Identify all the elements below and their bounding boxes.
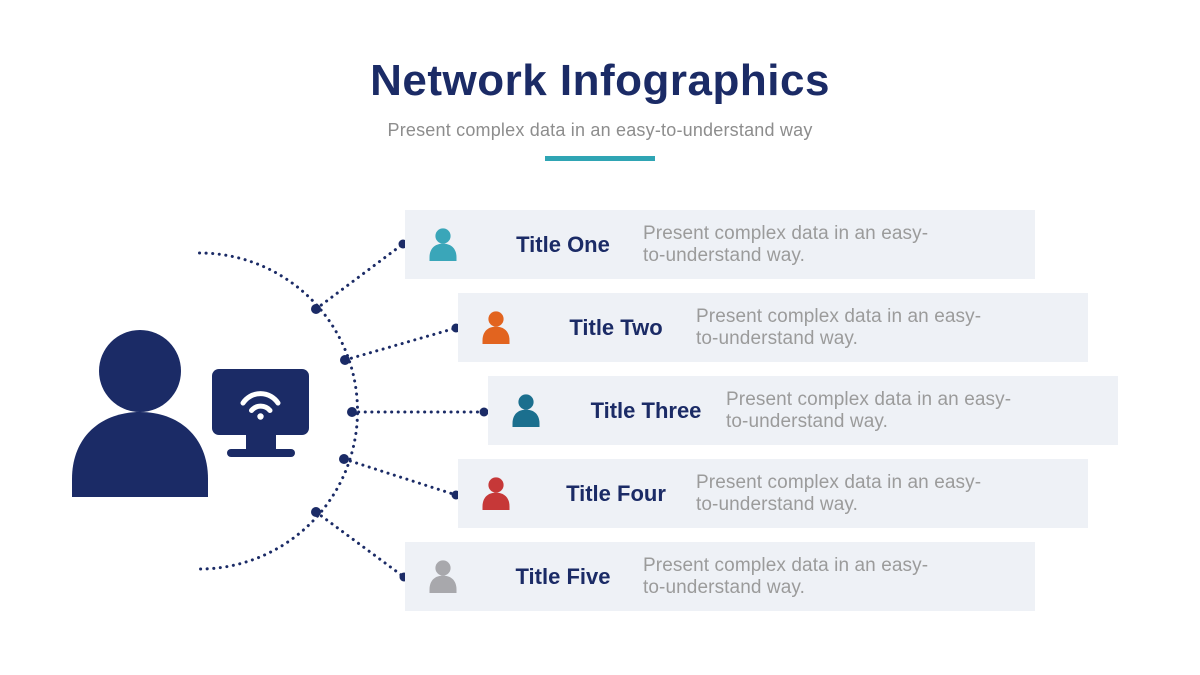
person-icon [482, 310, 510, 344]
item-description: Present complex data in an easy- to-unde… [643, 555, 1018, 599]
network-item-row: Title One Present complex data in an eas… [405, 210, 1035, 279]
arc-node-dot [311, 304, 321, 314]
connector-line-2 [343, 326, 458, 362]
item-title: Title Five [515, 563, 611, 589]
item-description-line1: Present complex data in an easy- [726, 388, 1012, 410]
arc-node-dot [340, 355, 350, 365]
page-subtitle: Present complex data in an easy-to-under… [387, 120, 813, 140]
arc-node-dots [311, 304, 357, 517]
item-title: Title Four [566, 480, 666, 506]
item-description: Present complex data in an easy- to-unde… [643, 223, 1018, 267]
arc-node-dot [339, 454, 349, 464]
item-description: Present complex data in an easy- to-unde… [726, 389, 1101, 433]
item-description-line2: to-understand way. [643, 576, 805, 598]
arc-node-dot [347, 407, 357, 417]
person-icon [429, 227, 457, 261]
item-description-line2: to-understand way. [643, 244, 805, 266]
accent-divider [545, 156, 655, 161]
monitor-icon [212, 369, 309, 457]
item-title: Title One [516, 231, 610, 257]
page-title: Network Infographics [370, 56, 830, 105]
item-description-line1: Present complex data in an easy- [696, 305, 982, 327]
network-item-row: Title Four Present complex data in an ea… [458, 459, 1088, 528]
person-icon [482, 476, 510, 510]
item-description-line2: to-understand way. [696, 493, 858, 515]
item-description-line2: to-understand way. [726, 410, 888, 432]
connector-line-5 [314, 510, 406, 579]
network-item-row: Title Three Present complex data in an e… [488, 376, 1118, 445]
connector-line-1 [314, 242, 405, 311]
connector-end-dots [398, 239, 489, 582]
item-description: Present complex data in an easy- to-unde… [696, 472, 1071, 516]
arc-node-dot [311, 507, 321, 517]
item-title: Title Two [569, 314, 663, 340]
item-description-line1: Present complex data in an easy- [643, 554, 929, 576]
user-silhouette-icon [72, 330, 208, 497]
wifi-icon [240, 391, 281, 420]
item-title: Title Three [590, 397, 702, 423]
item-description: Present complex data in an easy- to-unde… [696, 306, 1071, 350]
dotted-arc [198, 251, 359, 571]
person-icon [429, 559, 457, 593]
item-description-line1: Present complex data in an easy- [696, 471, 982, 493]
network-item-row: Title Two Present complex data in an eas… [458, 293, 1088, 362]
person-icon [512, 393, 540, 427]
connector-line-4 [342, 457, 458, 497]
network-item-row: Title Five Present complex data in an ea… [405, 542, 1035, 611]
item-description-line1: Present complex data in an easy- [643, 222, 929, 244]
item-description-line2: to-understand way. [696, 327, 858, 349]
